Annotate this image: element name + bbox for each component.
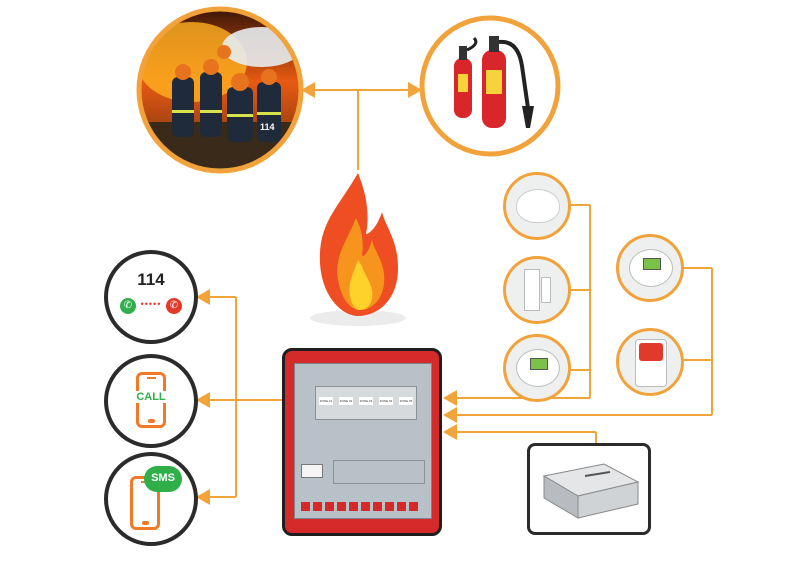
zone-label: ZONE 02: [338, 397, 354, 405]
phone-red-icon: ✆: [166, 298, 182, 314]
panel-screen: [301, 464, 323, 478]
gsm-dialer-box: [542, 463, 640, 519]
siren-circle: [616, 328, 684, 396]
emergency-call-circle: 114 ✆ ••••• ✆: [104, 250, 198, 344]
phone-sms-circle: SMS: [104, 452, 198, 546]
door-sensor-circle: [503, 256, 571, 324]
door-sensor: [524, 269, 540, 311]
zone-label: ZONE 01: [318, 397, 334, 405]
zone-label: ZONE 04: [378, 397, 394, 405]
sms-bubble-icon: SMS: [144, 466, 182, 492]
gas-detector: [629, 249, 673, 287]
smoke-detector: [516, 189, 560, 223]
dialer-frame: [527, 443, 651, 535]
fire-alarm-panel: ZONE 01 ZONE 02 ZONE 03 ZONE 04 ZONE 05: [282, 348, 442, 536]
panel-face: ZONE 01 ZONE 02 ZONE 03 ZONE 04 ZONE 05: [294, 363, 432, 519]
zone-label: ZONE 05: [398, 397, 414, 405]
panel-led-row: [333, 460, 425, 484]
sms-label: SMS: [151, 472, 175, 484]
truck-number: 114: [260, 122, 275, 132]
smoke-detector-circle: [503, 172, 571, 240]
call-label: CALL: [128, 391, 174, 403]
extinguishers-circle: [419, 15, 561, 157]
zone-label: ZONE 03: [358, 397, 374, 405]
panel-buttons: [301, 502, 427, 512]
call-dots: •••••: [140, 299, 162, 309]
heat-detector-circle: [503, 334, 571, 402]
phone-green-icon: ✆: [120, 298, 136, 314]
zone-display: ZONE 01 ZONE 02 ZONE 03 ZONE 04 ZONE 05: [315, 386, 417, 420]
strobe-siren: [635, 339, 667, 387]
heat-detector: [516, 349, 560, 387]
phone-call-circle: CALL: [104, 354, 198, 448]
firefighters-circle: 114: [136, 6, 304, 174]
flame-icon: [310, 173, 406, 326]
emergency-number: 114: [137, 270, 165, 289]
gas-detector-circle: [616, 234, 684, 302]
